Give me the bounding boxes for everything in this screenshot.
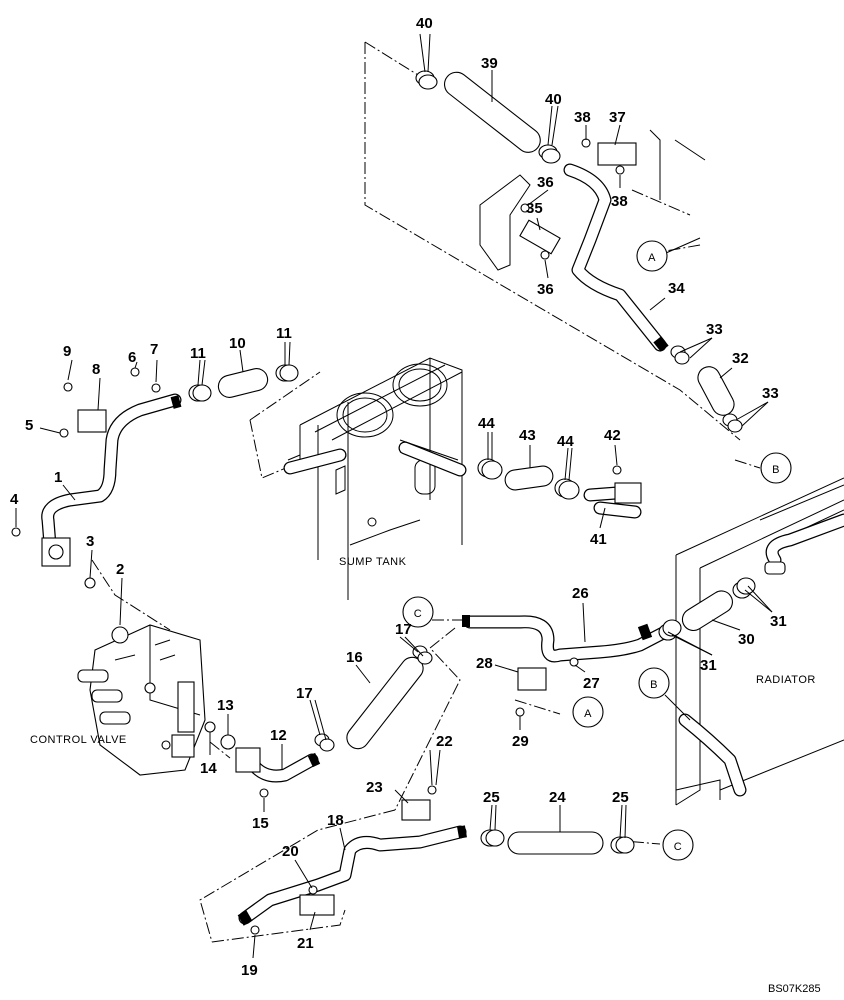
callout-7: 7 [150, 341, 158, 358]
callout-44a: 44 [478, 415, 495, 432]
callout-36b: 36 [537, 281, 554, 298]
callout-38b: 38 [611, 193, 628, 210]
control-valve-label: CONTROL VALVE [30, 734, 127, 746]
callout-28: 28 [476, 655, 493, 672]
callout-15: 15 [252, 815, 269, 832]
hose-24 [507, 831, 604, 855]
ref-b-right [760, 452, 792, 484]
control-valve: CONTROL VALVE [30, 624, 206, 776]
svg-text:A: A [648, 252, 656, 264]
o-ring-2 [111, 626, 129, 644]
callout-26: 26 [572, 585, 589, 602]
reference-markers: A B C B A C [402, 237, 792, 861]
bracket-28 [517, 667, 547, 691]
callout-1: 1 [54, 469, 62, 486]
callout-5: 5 [25, 417, 33, 434]
callout-23: 23 [366, 779, 383, 796]
svg-text:C: C [414, 608, 422, 620]
ref-c-bottom [662, 829, 694, 861]
callout-31b: 31 [700, 657, 717, 674]
callout-41: 41 [590, 531, 607, 548]
callout-17a: 17 [395, 621, 412, 638]
hose-32 [697, 366, 735, 416]
callout-33a: 33 [706, 321, 723, 338]
callout-25a: 25 [483, 789, 500, 806]
callout-17b: 17 [296, 685, 313, 702]
callout-22: 22 [436, 733, 453, 750]
callout-8: 8 [92, 361, 100, 378]
callout-31a: 31 [770, 613, 787, 630]
callout-21: 21 [297, 935, 314, 952]
sump-tank: SUMP TANK [287, 357, 463, 600]
callout-36a: 36 [537, 174, 554, 191]
hose-30 [681, 590, 733, 632]
bracket-35 [519, 219, 561, 255]
bracket-21 [299, 894, 335, 916]
callout-43: 43 [519, 427, 536, 444]
bracket-8 [77, 409, 107, 433]
callout-39: 39 [481, 55, 498, 72]
ref-a-mid [572, 696, 604, 728]
callout-18: 18 [327, 812, 344, 829]
svg-text:A: A [584, 708, 592, 720]
callout-42: 42 [604, 427, 621, 444]
callout-12: 12 [270, 727, 287, 744]
callout-29: 29 [512, 733, 529, 750]
callout-38a: 38 [574, 109, 591, 126]
sump-tank-label: SUMP TANK [339, 556, 407, 568]
callout-9: 9 [63, 343, 71, 360]
callout-14: 14 [200, 760, 217, 777]
callout-30: 30 [738, 631, 755, 648]
hose-39 [443, 71, 541, 153]
pipes [41, 71, 747, 925]
callout-19: 19 [241, 962, 258, 979]
callout-numbers: 40 39 40 38 37 36 38 35 36 34 33 32 33 9… [10, 15, 787, 979]
hose-43 [504, 465, 554, 491]
bracket-42 [614, 482, 642, 504]
callout-2: 2 [116, 561, 124, 578]
callout-27: 27 [583, 675, 600, 692]
callout-20: 20 [282, 843, 299, 860]
leader-lines [15, 33, 773, 959]
svg-text:C: C [674, 841, 682, 853]
hose-10 [217, 368, 269, 398]
ref-c-left [402, 596, 434, 628]
svg-text:B: B [772, 464, 780, 476]
callout-4: 4 [10, 491, 19, 508]
callout-44b: 44 [557, 433, 574, 450]
o-ring-13 [220, 734, 236, 750]
svg-text:B: B [650, 679, 658, 691]
radiator-label: RADIATOR [756, 674, 816, 686]
callout-40a: 40 [416, 15, 433, 32]
ref-b-radiator [638, 667, 670, 699]
clamps-and-fittings [11, 70, 756, 935]
callout-35: 35 [526, 200, 543, 217]
callout-34: 34 [668, 280, 685, 297]
callout-33b: 33 [762, 385, 779, 402]
drawing-code: BS07K285 [768, 983, 821, 995]
callout-13: 13 [217, 697, 234, 714]
bracket-37 [597, 142, 637, 166]
callout-40b: 40 [545, 91, 562, 108]
callout-16: 16 [346, 649, 363, 666]
callout-11a: 11 [190, 345, 206, 362]
radiator: RADIATOR [675, 477, 844, 806]
hose-16 [346, 656, 424, 750]
callout-11b: 11 [276, 325, 292, 342]
bracket-23 [401, 799, 431, 821]
callout-32: 32 [732, 350, 749, 367]
callout-3: 3 [86, 533, 94, 550]
callout-6: 6 [128, 349, 136, 366]
callout-24: 24 [549, 789, 566, 806]
callout-37: 37 [609, 109, 626, 126]
callout-10: 10 [229, 335, 246, 352]
ref-a-top [636, 240, 668, 272]
callout-25b: 25 [612, 789, 629, 806]
